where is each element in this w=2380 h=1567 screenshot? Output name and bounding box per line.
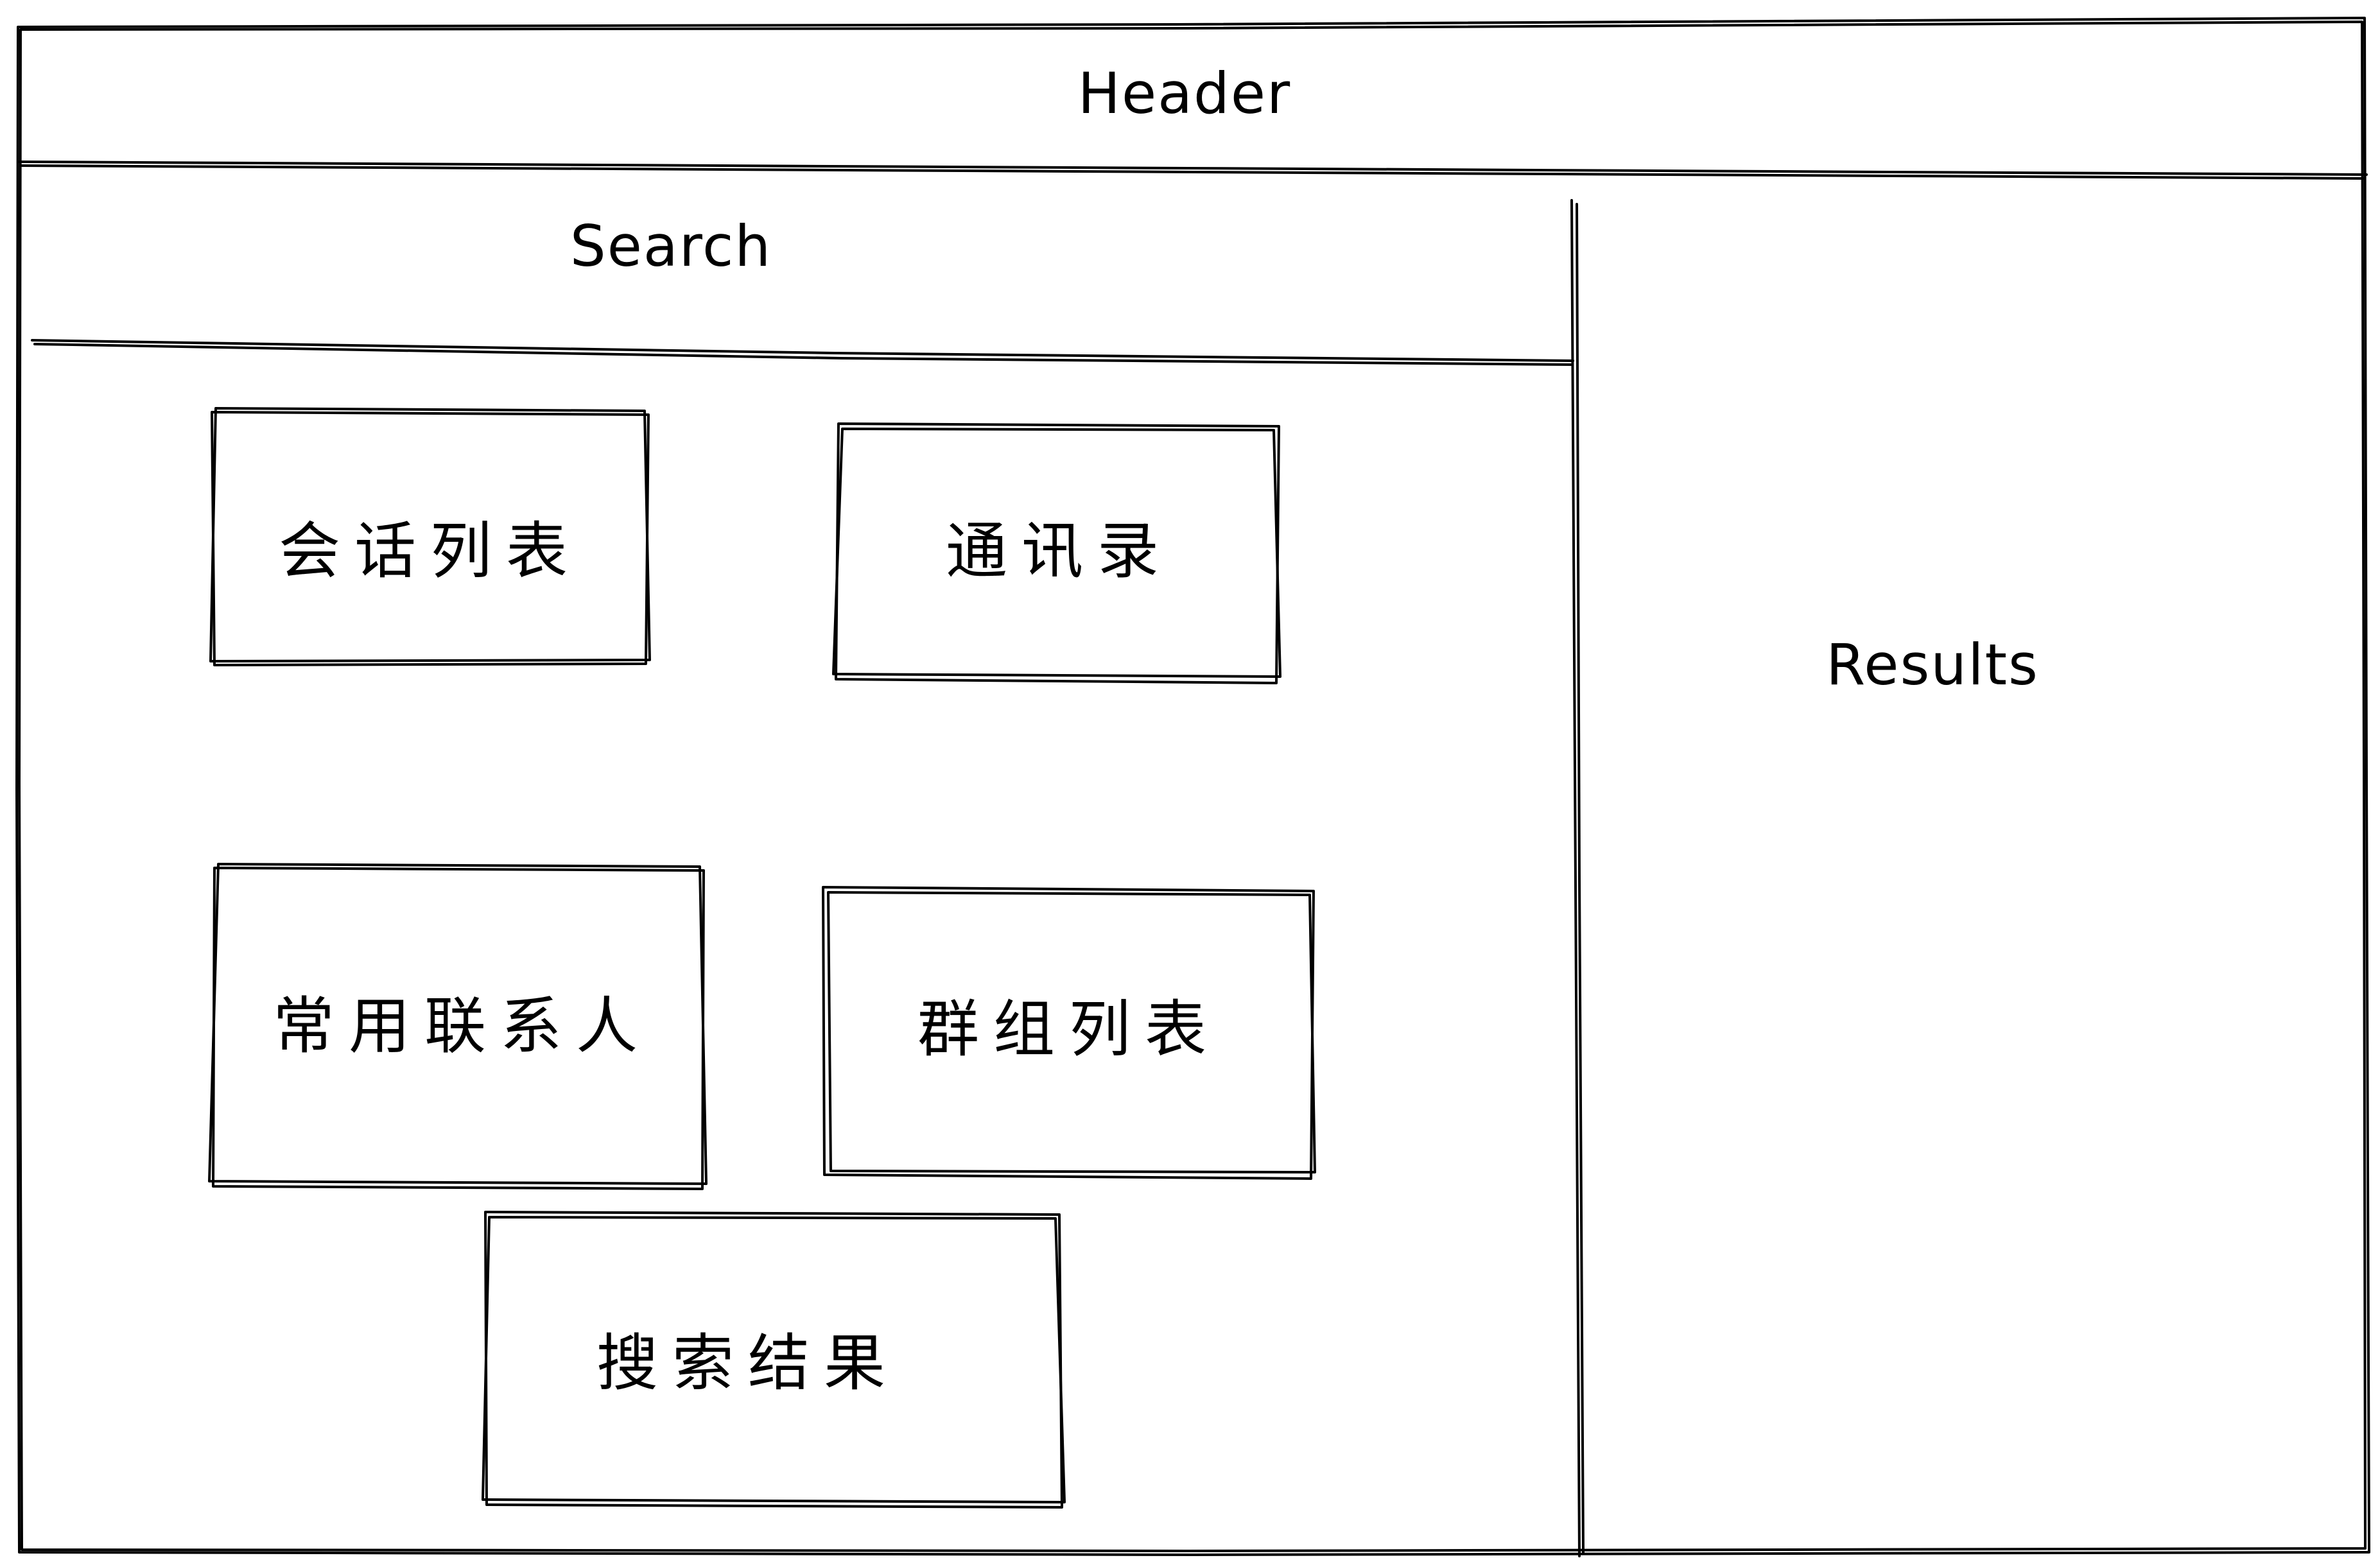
search-results-label: 搜索结果 xyxy=(596,1327,899,1399)
results-label: Results xyxy=(1826,632,2039,698)
search-region: Search xyxy=(31,213,1574,366)
header-label: Header xyxy=(1078,60,1291,126)
panel-divider xyxy=(1570,199,1585,1557)
address-book-label: 通讯录 xyxy=(946,515,1173,587)
search-results-box: 搜索结果 xyxy=(482,1211,1066,1509)
frequent-contacts-box: 常用联系人 xyxy=(208,863,708,1190)
outer-frame xyxy=(15,17,2370,1556)
conversation-list-label: 会话列表 xyxy=(279,515,582,587)
frequent-contacts-label: 常用联系人 xyxy=(273,990,652,1062)
header-region: Header xyxy=(18,60,2368,180)
results-region: Results xyxy=(1826,632,2039,698)
address-book-box: 通讯录 xyxy=(832,422,1281,684)
group-list-label: 群组列表 xyxy=(917,993,1220,1065)
conversation-list-box: 会话列表 xyxy=(209,407,651,666)
group-list-box: 群组列表 xyxy=(822,886,1316,1180)
search-label: Search xyxy=(570,213,772,279)
